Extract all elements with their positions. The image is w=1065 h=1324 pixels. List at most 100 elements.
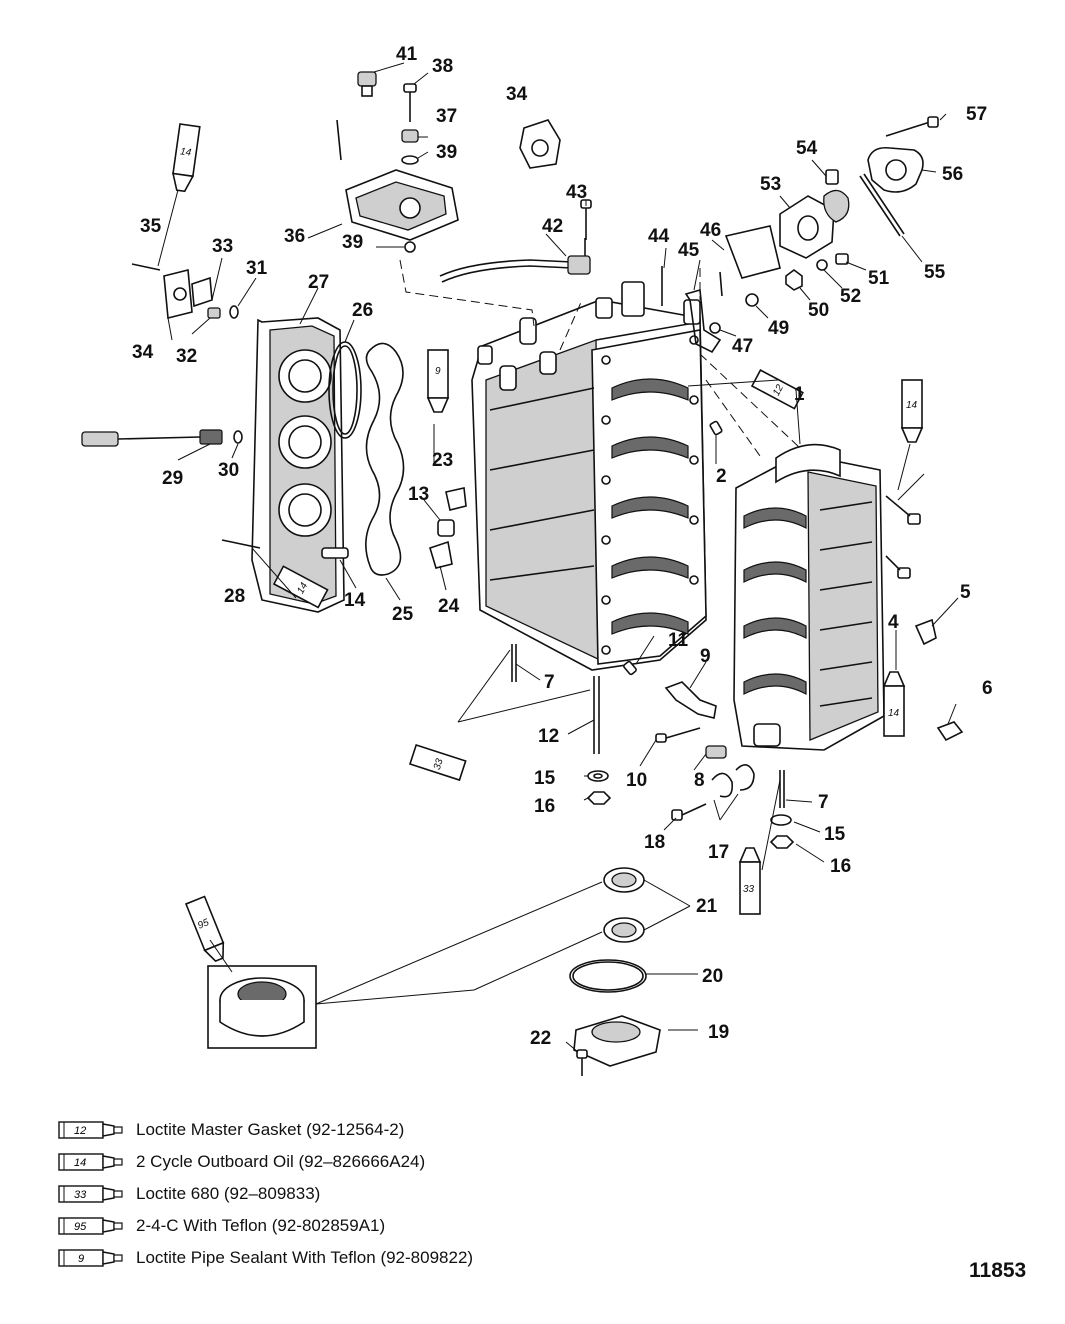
callout-34: 34	[132, 342, 154, 363]
callout-17: 17	[708, 842, 729, 863]
tube-number: 14	[74, 1157, 86, 1169]
screw	[671, 809, 683, 821]
tube-number: 95	[196, 917, 211, 932]
screw	[655, 727, 701, 743]
callout-27: 27	[308, 272, 329, 293]
o-ring	[569, 959, 647, 993]
callout-18: 18	[644, 832, 665, 853]
callout-29: 29	[162, 468, 183, 489]
tube-number: 14	[295, 581, 310, 596]
callout-43: 43	[566, 182, 587, 203]
callout-9: 9	[700, 646, 711, 667]
callout-28: 28	[224, 586, 245, 607]
tube-number: 33	[432, 757, 446, 771]
callout-34: 34	[506, 84, 528, 105]
fitting-left	[163, 268, 239, 320]
cylinder-head	[251, 317, 345, 613]
legend-text: 2-4-C With Teflon (92-802859A1)	[136, 1216, 386, 1235]
head-gasket	[365, 342, 405, 576]
callout-7: 7	[544, 672, 555, 693]
exploded-parts-diagram: 14 14 14 14 12 9 33 33 95	[81, 44, 993, 1076]
crankshaft-seal	[603, 867, 645, 943]
legend-text: 2 Cycle Outboard Oil (92–826666A24)	[136, 1152, 426, 1171]
nut	[709, 322, 721, 334]
hose	[439, 238, 591, 283]
legend: 12 Loctite Master Gasket (92-12564-2) 14…	[58, 1114, 618, 1274]
callout-35: 35	[140, 216, 162, 237]
callout-24: 24	[438, 596, 460, 617]
callout-39: 39	[436, 142, 457, 163]
tube-number: 14	[179, 146, 192, 159]
screw	[885, 495, 921, 525]
callout-12: 12	[538, 726, 559, 747]
callout-49: 49	[768, 318, 789, 339]
screw	[885, 555, 911, 579]
callout-31: 31	[246, 258, 268, 279]
callout-55: 55	[924, 262, 946, 283]
lubricant-tube-14: 14	[900, 379, 924, 443]
callout-23: 23	[432, 450, 453, 471]
bearing-cap	[573, 1015, 661, 1067]
callout-labels: 1 2 4 5 6 7 7 8 9 10 11 12 13 14 14 15 1…	[132, 44, 993, 1049]
legend-text: Loctite Pipe Sealant With Teflon (92-809…	[136, 1248, 474, 1267]
callout-1: 1	[794, 384, 805, 405]
washer	[745, 293, 759, 307]
elbow-fitting	[445, 487, 467, 511]
callout-57: 57	[966, 104, 987, 125]
callout-44: 44	[648, 226, 670, 247]
tube-number: 14	[906, 400, 918, 411]
valve	[823, 189, 850, 223]
lubricant-tube-12: 12	[750, 369, 804, 410]
dowel-pin	[709, 420, 723, 436]
callout-13: 13	[408, 484, 429, 505]
callout-21: 21	[696, 896, 718, 917]
tube-icon: 95	[58, 1217, 123, 1235]
lubricant-tube-14: 14	[172, 123, 201, 193]
callout-33: 33	[212, 236, 233, 257]
tube-icon: 12	[58, 1121, 123, 1139]
dowel-pin	[623, 660, 637, 676]
callout-52: 52	[840, 286, 861, 307]
bracket	[664, 681, 717, 719]
callout-54: 54	[796, 138, 818, 159]
lubricant-tube-9: 9	[426, 349, 450, 413]
callout-10: 10	[626, 770, 647, 791]
callout-2: 2	[716, 466, 727, 487]
callout-15: 15	[824, 824, 846, 845]
elbow-fitting	[429, 540, 453, 569]
callout-15: 15	[534, 768, 556, 789]
fitting	[437, 519, 455, 537]
fitting	[705, 745, 727, 759]
callout-42: 42	[542, 216, 563, 237]
callout-5: 5	[960, 582, 971, 603]
tube-number: 9	[78, 1253, 84, 1265]
crankcase-cover	[733, 443, 885, 751]
callout-53: 53	[760, 174, 781, 195]
tube-icon: 33	[58, 1185, 123, 1203]
tube-number: 14	[888, 708, 900, 719]
nut	[769, 835, 795, 849]
callout-25: 25	[392, 604, 414, 625]
seal-detail-inset	[207, 965, 317, 1049]
legend-text: Loctite Master Gasket (92-12564-2)	[136, 1120, 405, 1139]
plug	[357, 71, 377, 97]
lubricant-tube-14: 14	[272, 565, 329, 609]
callout-16: 16	[534, 796, 555, 817]
callout-19: 19	[708, 1022, 729, 1043]
lubricant-tube-33: 33	[738, 847, 762, 915]
clip	[711, 772, 734, 798]
lubricant-tube-14: 14	[882, 671, 906, 737]
leader-lines	[157, 62, 959, 1053]
legend-item: 14 2 Cycle Outboard Oil (92–826666A24)	[58, 1146, 618, 1178]
thermostat-cover	[345, 169, 459, 241]
callout-14: 14	[344, 590, 366, 611]
legend-item: 33 Loctite 680 (92–809833)	[58, 1178, 618, 1210]
legend-item: 9 Loctite Pipe Sealant With Teflon (92-8…	[58, 1242, 618, 1274]
cylinder-block	[471, 281, 707, 671]
callout-4: 4	[888, 612, 899, 633]
callout-20: 20	[702, 966, 723, 987]
washer	[816, 259, 828, 271]
callout-45: 45	[678, 240, 700, 261]
callout-46: 46	[700, 220, 721, 241]
fitting-top	[519, 119, 561, 169]
